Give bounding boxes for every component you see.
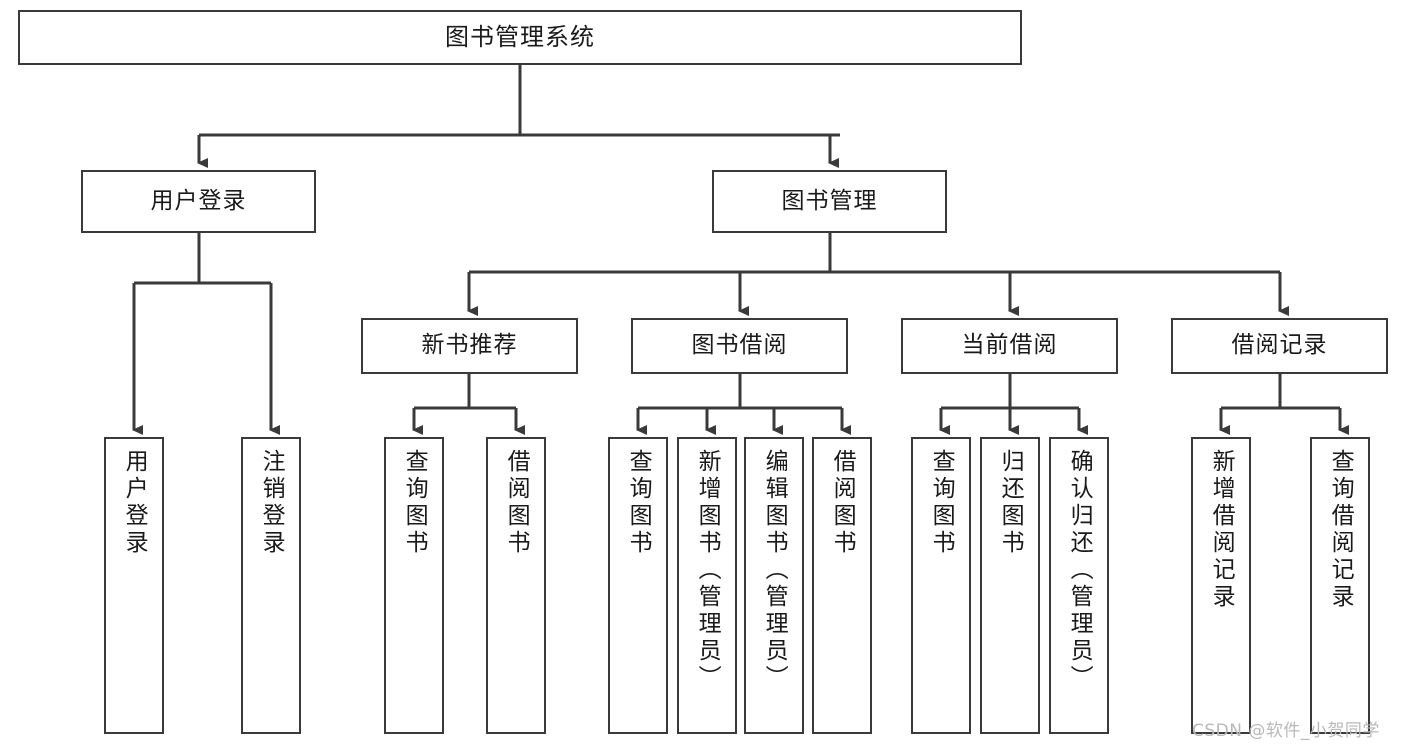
- leaf-book-borrow-add-book-admin[interactable]: 新增图书（管理员）: [677, 437, 737, 734]
- node-label: 借阅图书: [503, 449, 530, 557]
- node-label: 新增图书（管理员）: [694, 449, 721, 692]
- node-label: 查询图书: [928, 449, 955, 557]
- node-label: 借阅记录: [1231, 332, 1328, 359]
- leaf-current-borrow-return-book[interactable]: 归还图书: [980, 437, 1040, 734]
- leaf-current-borrow-confirm-return-admin[interactable]: 确认归还（管理员）: [1049, 437, 1109, 734]
- node-label: 新增借阅记录: [1208, 449, 1235, 611]
- node-borrow-record[interactable]: 借阅记录: [1171, 318, 1388, 374]
- leaf-new-book-borrow-book[interactable]: 借阅图书: [486, 437, 546, 734]
- node-user-login[interactable]: 用户登录: [81, 170, 316, 233]
- leaf-book-borrow-edit-book-admin[interactable]: 编辑图书（管理员）: [744, 437, 804, 734]
- leaf-borrow-record-query-record[interactable]: 查询借阅记录: [1310, 437, 1370, 734]
- node-label: 确认归还（管理员）: [1066, 449, 1093, 692]
- node-label: 编辑图书（管理员）: [761, 449, 788, 692]
- node-label: 查询借阅记录: [1327, 449, 1354, 611]
- node-label: 查询图书: [625, 449, 652, 557]
- node-label: 用户登录: [150, 187, 247, 214]
- node-label: 图书管理系统: [445, 23, 595, 52]
- node-label: 注销登录: [258, 449, 285, 557]
- node-label: 新书推荐: [421, 332, 518, 359]
- node-current-borrow[interactable]: 当前借阅: [901, 318, 1118, 374]
- leaf-current-borrow-query-book[interactable]: 查询图书: [911, 437, 971, 734]
- node-new-book-recommend[interactable]: 新书推荐: [361, 318, 578, 374]
- node-label: 图书管理: [781, 187, 878, 214]
- node-label: 借阅图书: [829, 449, 856, 557]
- node-label: 当前借阅: [961, 332, 1058, 359]
- leaf-user-login-login[interactable]: 用户登录: [104, 437, 164, 734]
- leaf-borrow-record-add-record[interactable]: 新增借阅记录: [1191, 437, 1251, 734]
- watermark-csdn: CSDN @软件_小贺同学: [1192, 721, 1380, 741]
- leaf-new-book-query-book[interactable]: 查询图书: [384, 437, 444, 734]
- node-label: 用户登录: [121, 449, 148, 557]
- node-label: 查询图书: [401, 449, 428, 557]
- leaf-book-borrow-borrow-book[interactable]: 借阅图书: [812, 437, 872, 734]
- leaf-user-login-logout[interactable]: 注销登录: [241, 437, 301, 734]
- node-root-book-management-system[interactable]: 图书管理系统: [18, 10, 1022, 65]
- node-book-borrow[interactable]: 图书借阅: [631, 318, 848, 374]
- leaf-book-borrow-query-book[interactable]: 查询图书: [608, 437, 668, 734]
- node-book-management[interactable]: 图书管理: [712, 170, 947, 233]
- node-label: 归还图书: [997, 449, 1024, 557]
- node-label: 图书借阅: [691, 332, 788, 359]
